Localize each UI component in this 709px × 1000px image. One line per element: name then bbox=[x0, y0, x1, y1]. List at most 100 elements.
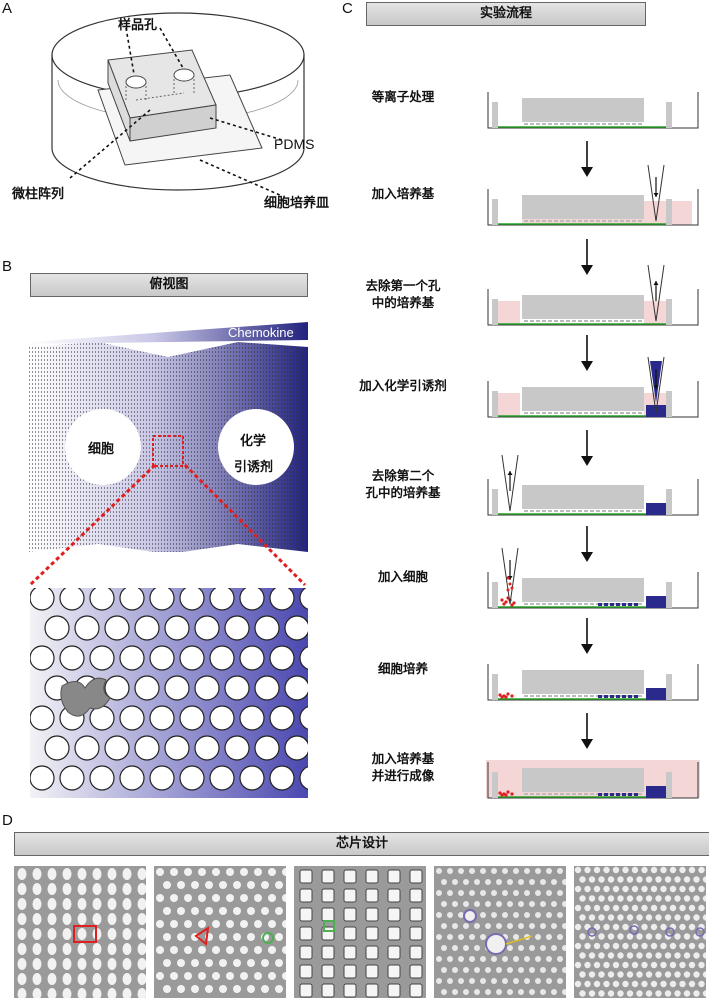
pillar bbox=[44, 735, 70, 761]
step-line1: 等离子处理 bbox=[371, 89, 435, 104]
step-label: 细胞培养 bbox=[348, 660, 458, 677]
step-label: 加入化学引诱剂 bbox=[348, 377, 458, 394]
chip-design-image bbox=[574, 866, 706, 998]
pillar bbox=[254, 615, 280, 641]
pillar bbox=[89, 705, 115, 731]
down-arrow-icon bbox=[581, 618, 593, 654]
pillar bbox=[224, 675, 250, 701]
down-arrow-icon bbox=[581, 335, 593, 371]
pillar bbox=[119, 765, 145, 791]
micropillar-label: 微柱阵列 bbox=[12, 187, 65, 202]
down-arrow-icon bbox=[581, 430, 593, 466]
panel-d-header: 芯片设计 bbox=[14, 832, 709, 856]
step-label: 加入培养基 bbox=[348, 185, 458, 202]
panel-c-header: 实验流程 bbox=[366, 2, 646, 26]
panel-b-label: B bbox=[2, 258, 13, 275]
pillar bbox=[299, 646, 308, 670]
pillar bbox=[299, 588, 308, 610]
chip-design-image bbox=[154, 866, 286, 998]
pillar bbox=[30, 645, 55, 671]
pillar bbox=[209, 765, 235, 791]
pillar bbox=[224, 615, 250, 641]
step-label: 加入培养基并进行成像 bbox=[348, 750, 458, 784]
pillar bbox=[149, 645, 175, 671]
pillar bbox=[209, 588, 235, 611]
step-line2: 中的培养基 bbox=[371, 295, 435, 310]
step-label: 去除第一个孔中的培养基 bbox=[348, 277, 458, 311]
cells-label: 细胞 bbox=[88, 442, 115, 457]
down-arrow-icon bbox=[581, 140, 593, 177]
pillar bbox=[119, 705, 145, 731]
pillar bbox=[119, 588, 145, 611]
device-schematic bbox=[51, 12, 305, 197]
pillar bbox=[194, 615, 220, 641]
step-diagram bbox=[487, 265, 699, 326]
pillar bbox=[134, 615, 160, 641]
step-diagram bbox=[487, 92, 699, 129]
step-line1: 去除第一个孔 bbox=[365, 278, 441, 293]
panel-a-label: A bbox=[2, 0, 13, 17]
pillar bbox=[30, 705, 55, 731]
step-line2: 孔中的培养基 bbox=[365, 485, 441, 500]
step-diagram bbox=[487, 664, 699, 701]
pillar bbox=[59, 765, 85, 791]
pillar bbox=[59, 645, 85, 671]
pillar bbox=[239, 765, 265, 791]
pillar bbox=[284, 615, 308, 641]
pillar bbox=[119, 645, 145, 671]
step-line1: 加入化学引诱剂 bbox=[359, 378, 447, 393]
pillar bbox=[104, 615, 130, 641]
pillar bbox=[179, 588, 205, 611]
pillar bbox=[284, 735, 308, 761]
pillar bbox=[104, 735, 130, 761]
pillar bbox=[179, 705, 205, 731]
pillar bbox=[224, 735, 250, 761]
step-line1: 加入培养基 bbox=[371, 186, 435, 201]
pillar bbox=[149, 588, 175, 611]
pillar bbox=[89, 765, 115, 791]
pdms-label: PDMS bbox=[274, 136, 315, 152]
pillar bbox=[134, 735, 160, 761]
step-line1: 加入培养基 bbox=[371, 751, 435, 766]
pillar bbox=[179, 645, 205, 671]
chemokine-label: Chemokine bbox=[228, 325, 294, 340]
step-diagram bbox=[487, 357, 699, 418]
pillar bbox=[269, 765, 295, 791]
chemo-label-2: 引诱剂 bbox=[234, 460, 274, 475]
chip-design-image bbox=[434, 866, 566, 998]
pillar bbox=[74, 615, 100, 641]
pillar bbox=[149, 705, 175, 731]
step-diagram bbox=[486, 760, 700, 799]
step-line1: 去除第二个 bbox=[371, 468, 435, 483]
chip-design-image bbox=[294, 866, 426, 998]
down-arrow-icon bbox=[581, 525, 593, 562]
step-label: 等离子处理 bbox=[348, 88, 458, 105]
zoom-lines bbox=[28, 463, 307, 587]
step-label: 去除第二个孔中的培养基 bbox=[348, 467, 458, 501]
step-line1: 细胞培养 bbox=[377, 661, 428, 676]
pillar bbox=[179, 765, 205, 791]
panel-d-label: D bbox=[2, 812, 13, 829]
pillar bbox=[59, 588, 85, 611]
pillar bbox=[299, 706, 308, 730]
chemo-label-1: 化学 bbox=[240, 434, 267, 449]
pillar bbox=[269, 645, 295, 671]
pillar bbox=[209, 705, 235, 731]
pillar bbox=[30, 765, 55, 791]
step-diagram bbox=[487, 455, 699, 516]
step-line2: 并进行成像 bbox=[371, 768, 435, 783]
step-line1: 加入细胞 bbox=[377, 569, 428, 584]
zoomed-pillar-array bbox=[30, 588, 308, 798]
pillar bbox=[89, 588, 115, 611]
sample-well-label: 样品孔 bbox=[118, 18, 158, 33]
pillar bbox=[239, 705, 265, 731]
pillar bbox=[239, 645, 265, 671]
step-diagram bbox=[487, 548, 699, 609]
top-view-gradient bbox=[28, 322, 308, 552]
pillar bbox=[104, 675, 130, 701]
pillar bbox=[74, 735, 100, 761]
pillar bbox=[254, 675, 280, 701]
pillar bbox=[164, 675, 190, 701]
pillar bbox=[134, 675, 160, 701]
pillar bbox=[209, 645, 235, 671]
